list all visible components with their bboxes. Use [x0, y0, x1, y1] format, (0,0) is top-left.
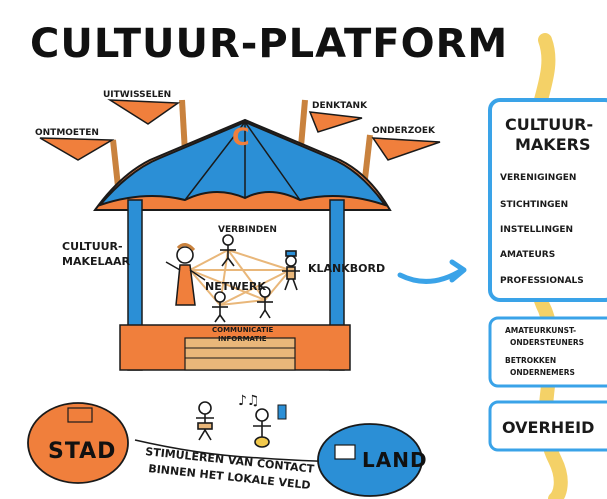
stad-label: STAD [48, 439, 116, 464]
amateur-line: BETROKKEN [505, 356, 556, 365]
stad-oval: STAD [27, 402, 129, 484]
label-informatie: INFORMATIE [218, 335, 267, 343]
tent-logo: C [232, 123, 251, 151]
flag-label-ontmoeten: ONTMOETEN [35, 128, 99, 138]
amateur-line: AMATEURKUNST- [505, 326, 576, 335]
makers-title-2: MAKERS [515, 135, 590, 154]
cultuurmakers-box: CULTUUR- MAKERS VERENIGINGEN STICHTINGEN… [488, 98, 607, 302]
flag-ontmoeten [39, 137, 115, 161]
makers-item: VERENIGINGEN [500, 173, 576, 183]
land-oval: LAND [317, 423, 428, 497]
amateur-box: AMATEURKUNST- ONDERSTEUNERS BETROKKEN ON… [488, 316, 607, 388]
makers-title-1: CULTUUR- [505, 115, 593, 134]
person-klankbord [282, 250, 300, 291]
flag-label-onderzoek: ONDERZOEK [372, 126, 436, 136]
tent-stage [184, 337, 296, 371]
person-bottom-left [212, 291, 228, 323]
person-makelaar [165, 243, 206, 306]
makers-item: STICHTINGEN [500, 200, 568, 210]
musician-left [196, 401, 214, 441]
musician-right [253, 408, 271, 448]
overheid-box: OVERHEID [488, 400, 607, 452]
flag-uitwisselen [107, 99, 181, 125]
label-cultuur: CULTUUR- [62, 240, 123, 253]
flag-icon [277, 404, 287, 420]
flag-onderzoek [371, 137, 441, 161]
overheid-label: OVERHEID [502, 418, 594, 437]
flag-denktank [308, 111, 363, 133]
music-note-icon: ♪♫ [238, 393, 260, 409]
network: VERBINDEN NETWERK CULTUUR- MAKELAAR KLAN… [62, 225, 385, 343]
label-communicatie: COMMUNICATIE [212, 326, 274, 334]
person-top [220, 234, 236, 267]
label-netwerk: NETWERK [205, 280, 266, 293]
page-title: CULTUUR-PLATFORM [30, 21, 508, 67]
makers-item: PROFESSIONALS [500, 276, 584, 286]
flag-label-uitwisselen: UITWISSELEN [103, 90, 171, 100]
makers-item: INSTELLINGEN [500, 225, 573, 235]
label-verbinden: VERBINDEN [218, 225, 277, 235]
makers-item: AMATEURS [500, 250, 555, 260]
amateur-line: ONDERSTEUNERS [510, 338, 584, 347]
person-bottom-right [257, 286, 273, 319]
tent-roof-seams [184, 121, 301, 201]
label-klankbord: KLANKBORD [308, 262, 385, 275]
tent: UITWISSELEN ONTMOETEN DENKTANK ONDERZOEK… [35, 90, 441, 371]
flag-label-denktank: DENKTANK [312, 101, 368, 111]
amateur-line: ONDERNEMERS [510, 368, 575, 377]
label-makelaar: MAKELAAR [62, 255, 131, 268]
tent-roof [96, 120, 388, 208]
land-label: LAND [362, 448, 428, 472]
